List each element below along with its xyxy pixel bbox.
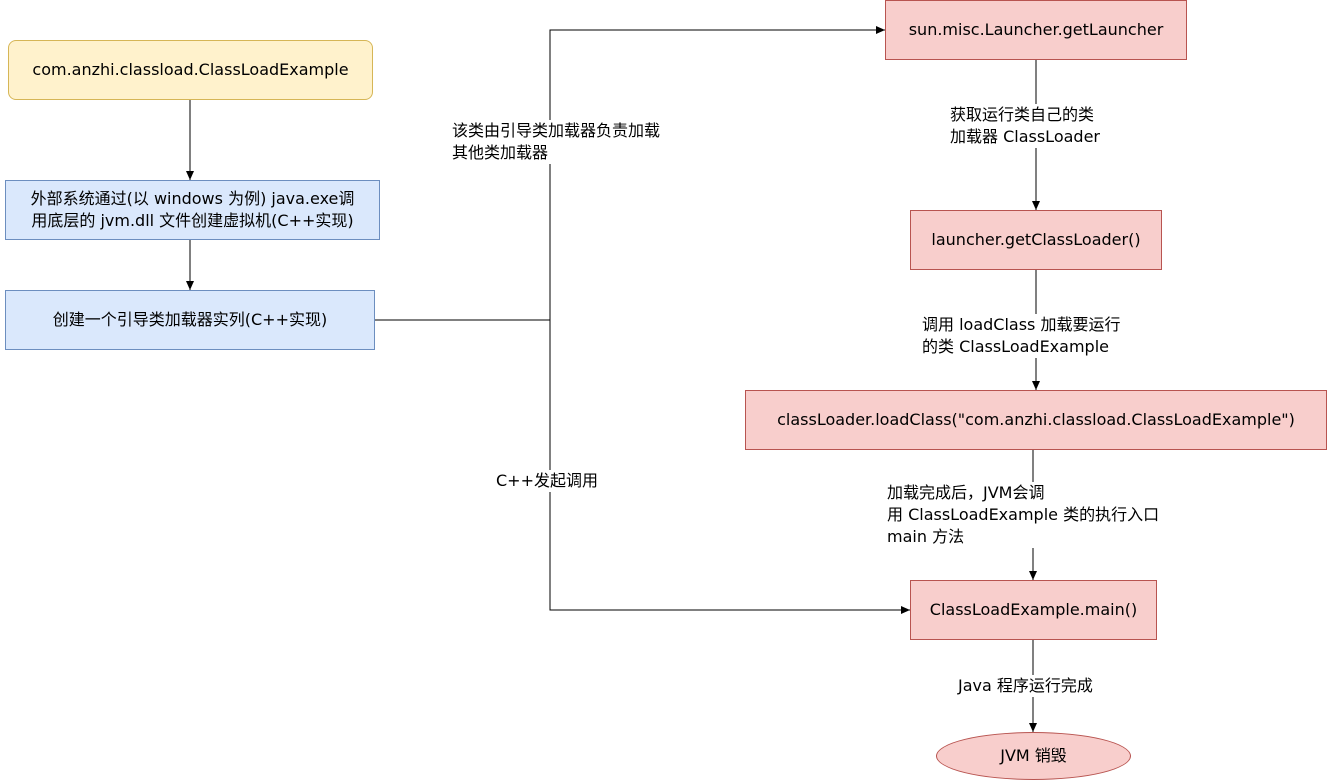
node-jvm-destroy: JVM 销毁 [936, 732, 1131, 780]
edge-junction-to-main-method [549, 320, 910, 614]
node-bootstrap-loader-text: 创建一个引导类加载器实列(C++实现) [52, 310, 328, 329]
node-external-system-text: 外部系统通过(以 windows 为例) java.exe调 用底层的 jvm.… [30, 189, 355, 230]
node-get-class-loader: launcher.getClassLoader() [910, 210, 1162, 270]
node-load-class: classLoader.loadClass("com.anzhi.classlo… [745, 390, 1327, 450]
edge-junction-to-get-launcher [549, 26, 885, 320]
label-program-done: Java 程序运行完成 [958, 675, 1093, 697]
node-main-method-text: ClassLoadExample.main() [929, 600, 1138, 619]
node-external-system: 外部系统通过(以 windows 为例) java.exe调 用底层的 jvm.… [5, 180, 380, 240]
node-jvm-destroy-text: JVM 销毁 [1000, 746, 1067, 765]
node-main-method: ClassLoadExample.main() [910, 580, 1157, 640]
node-get-launcher-text: sun.misc.Launcher.getLauncher [908, 20, 1164, 39]
node-start-class-text: com.anzhi.classload.ClassLoadExample [32, 60, 349, 79]
node-bootstrap-loader: 创建一个引导类加载器实列(C++实现) [5, 290, 375, 350]
label-get-own-loader: 获取运行类自己的类 加载器 ClassLoader [950, 104, 1100, 148]
node-start-class: com.anzhi.classload.ClassLoadExample [8, 40, 373, 100]
node-load-class-text: classLoader.loadClass("com.anzhi.classlo… [777, 410, 1295, 429]
label-bootstrap-loads-others: 该类由引导类加载器负责加载 其他类加载器 [452, 120, 661, 164]
label-after-load-main: 加载完成后，JVM会调 用 ClassLoadExample 类的执行入口 ma… [887, 482, 1160, 548]
node-get-class-loader-text: launcher.getClassLoader() [931, 230, 1141, 249]
label-cpp-invoke: C++发起调用 [496, 470, 598, 492]
node-get-launcher: sun.misc.Launcher.getLauncher [885, 0, 1187, 60]
label-call-load-class: 调用 loadClass 加载要运行 的类 ClassLoadExample [922, 314, 1121, 358]
